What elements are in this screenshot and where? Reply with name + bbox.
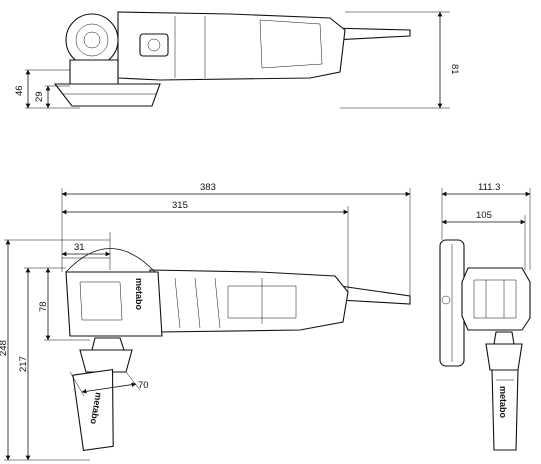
dim-top-78: 78 [38, 301, 49, 312]
dim-top-315: 315 [172, 200, 188, 211]
top-view [4, 188, 411, 461]
dim-top-70: 70 [138, 380, 149, 391]
front-view [439, 188, 531, 451]
side-view [25, 11, 450, 109]
dim-top-217: 217 [18, 356, 29, 372]
logo-text-top: metabo [134, 278, 144, 311]
dim-front-111: 111.3 [478, 182, 500, 193]
dim-front-105: 105 [476, 210, 492, 221]
dim-top-248: 248 [0, 340, 9, 356]
logo-text-front: metabo [498, 386, 508, 419]
dim-top-31: 31 [74, 242, 85, 253]
dim-side-29: 29 [34, 91, 45, 102]
dim-top-383: 383 [200, 182, 216, 193]
dim-side-81: 81 [449, 64, 460, 75]
dim-side-46: 46 [14, 85, 25, 96]
